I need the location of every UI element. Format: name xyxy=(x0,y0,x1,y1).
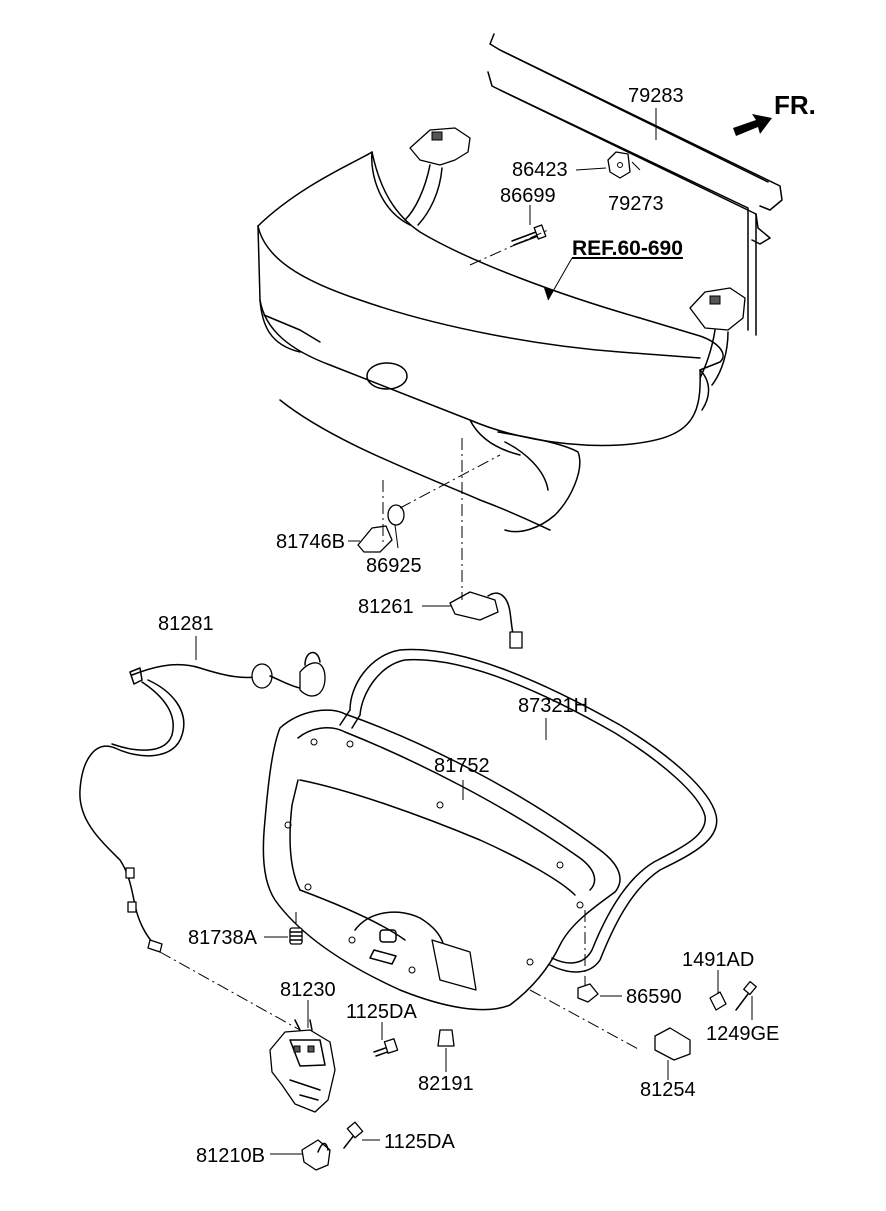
label-86423[interactable]: 86423 xyxy=(512,159,568,181)
bolt-86699 xyxy=(511,224,547,246)
plug-86925 xyxy=(387,504,405,526)
label-81210B[interactable]: 81210B xyxy=(196,1145,265,1167)
label-86590[interactable]: 86590 xyxy=(626,986,682,1008)
torsion-bar-79273 xyxy=(487,71,771,336)
label-86699[interactable]: 86699 xyxy=(500,185,556,207)
reference-label[interactable]: REF.60-690 xyxy=(572,237,683,260)
label-81746B[interactable]: 81746B xyxy=(276,531,345,553)
trunk-lid-trim-81752 xyxy=(262,709,621,1011)
alignment-lines xyxy=(159,229,641,1051)
screw-1249GE xyxy=(735,980,757,1011)
label-81738A[interactable]: 81738A xyxy=(188,927,257,949)
label-87321H[interactable]: 87321H xyxy=(518,695,589,717)
front-direction-arrow-icon xyxy=(733,114,772,136)
label-82191[interactable]: 82191 xyxy=(418,1073,474,1095)
clip-1491AD xyxy=(709,991,727,1011)
label-81254[interactable]: 81254 xyxy=(640,1079,696,1101)
torsion-bar-79283 xyxy=(489,33,783,211)
bolt-1125DA-lower xyxy=(343,1121,364,1149)
label-1125DA-upper[interactable]: 1125DA xyxy=(346,1001,417,1023)
label-81281[interactable]: 81281 xyxy=(158,613,214,635)
plug-81738A xyxy=(289,927,303,945)
front-direction-label: FR. xyxy=(774,90,816,120)
clip-81746B xyxy=(357,525,393,553)
hinge-left xyxy=(404,127,471,226)
label-86925[interactable]: 86925 xyxy=(366,555,422,577)
bolt-1125DA-upper xyxy=(373,1038,399,1057)
weatherstrip-87321H xyxy=(339,648,718,973)
label-79283[interactable]: 79283 xyxy=(628,85,684,107)
latch-81230 xyxy=(269,1019,336,1113)
striker-81210B xyxy=(301,1139,331,1171)
release-cable-81281 xyxy=(79,651,326,953)
label-81230[interactable]: 81230 xyxy=(280,979,336,1001)
clip-82191 xyxy=(437,1029,455,1047)
label-79273[interactable]: 79273 xyxy=(608,193,664,215)
label-1249GE[interactable]: 1249GE xyxy=(706,1023,780,1045)
leader-lines xyxy=(195,108,753,1155)
label-81261[interactable]: 81261 xyxy=(358,596,414,618)
label-1491AD[interactable]: 1491AD xyxy=(682,949,755,971)
trunk-lid-outer-panel xyxy=(257,151,724,533)
label-81752[interactable]: 81752 xyxy=(434,755,490,777)
bracket-86423 xyxy=(607,151,631,179)
lamp-81261 xyxy=(449,591,523,649)
label-1125DA-lower[interactable]: 1125DA xyxy=(384,1131,455,1153)
switch-81254 xyxy=(654,1027,691,1061)
clip-86590 xyxy=(577,983,599,1003)
hinge-right xyxy=(689,287,746,386)
